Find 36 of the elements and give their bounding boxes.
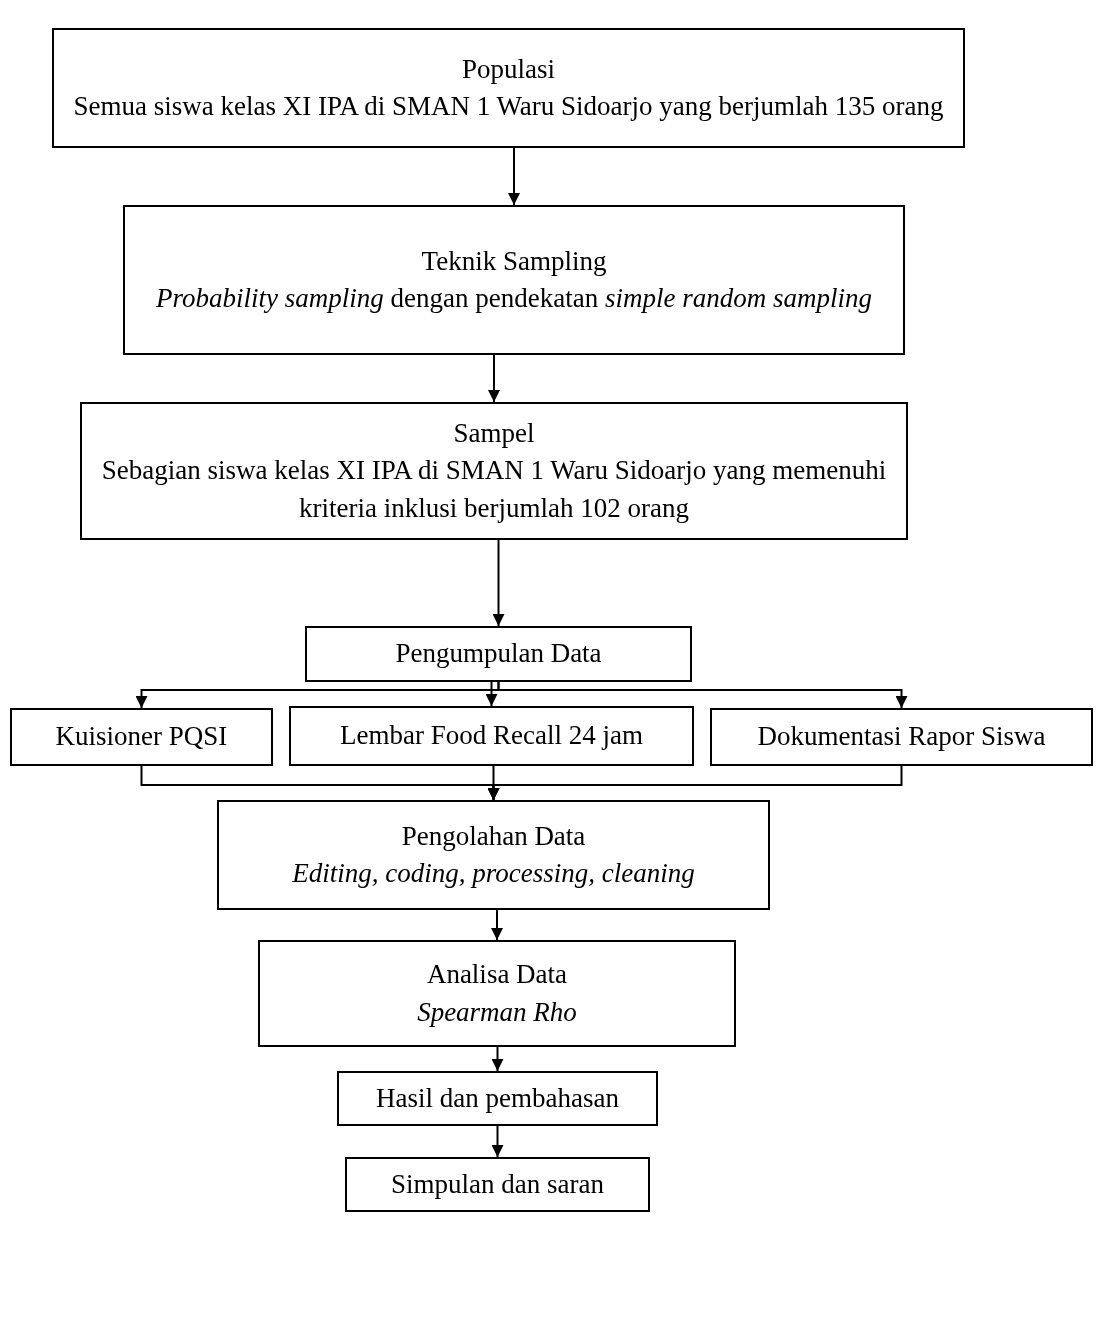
process-box — [258, 940, 736, 1047]
box-heading: Sampel — [453, 417, 535, 451]
process-box — [710, 708, 1093, 766]
arrow — [491, 909, 503, 941]
arrow — [485, 681, 498, 707]
process-box — [80, 402, 908, 540]
arrow — [491, 1046, 504, 1072]
box-text: Probability sampling dengan pendekatan simple random sampling — [156, 282, 872, 315]
box-heading: Simpulan dan saran — [391, 1167, 604, 1201]
process-box — [289, 706, 694, 766]
arrow — [491, 1125, 504, 1158]
box-text: Spearman Rho — [417, 995, 577, 1029]
box-heading: Hasil dan pembahasan — [376, 1081, 619, 1115]
box-heading: Dokumentasi Rapor Siswa — [757, 720, 1046, 754]
arrow — [492, 539, 505, 627]
arrow — [487, 765, 903, 801]
box-text: Editing, coding, processing, cleaning — [292, 857, 695, 890]
box-heading: Lembar Food Recall 24 jam — [340, 719, 643, 753]
process-box — [10, 708, 273, 766]
box-heading: Populasi — [462, 52, 555, 86]
arrow — [497, 681, 908, 709]
process-box — [217, 800, 770, 910]
box-text: Semua siswa kelas XI IPA di SMAN 1 Waru Sidoarjo yang berjumlah 135 orang — [73, 90, 944, 123]
box-text: Sebagian siswa kelas XI IPA di SMAN 1 Waru Sidoarjo yang memenuhi kriteria inklusi berjumlah 102 orang — [100, 454, 888, 525]
process-box — [345, 1157, 650, 1212]
box-heading: Teknik Sampling — [421, 244, 607, 278]
box-heading: Pengolahan Data — [401, 819, 586, 853]
process-box — [123, 205, 905, 355]
box-heading: Pengumpulan Data — [395, 637, 602, 671]
box-heading: Kuisioner PQSI — [55, 720, 228, 754]
box-heading: Analisa Data — [426, 958, 568, 992]
arrow — [488, 354, 500, 403]
arrow — [508, 147, 520, 206]
process-box — [52, 28, 965, 148]
process-box — [305, 626, 692, 682]
process-box — [337, 1071, 658, 1126]
